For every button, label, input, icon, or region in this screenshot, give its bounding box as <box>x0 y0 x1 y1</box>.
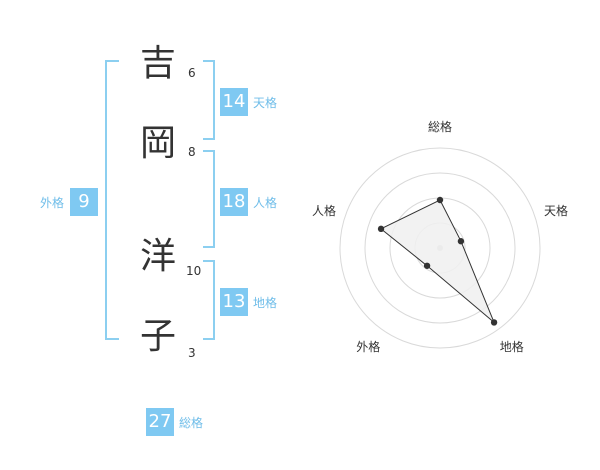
radar-point-0 <box>436 196 444 204</box>
tenkaku-label: 天格 <box>253 95 278 110</box>
soukaku-label: 総格 <box>179 415 204 430</box>
radar-axis-label-3: 外格 <box>356 340 381 355</box>
radar-point-3 <box>423 262 431 269</box>
gaikaku-badge: 外格 9 <box>40 188 99 216</box>
radar-point-1 <box>457 238 465 245</box>
tenkaku-badge: 14 天格 <box>220 88 277 116</box>
radar-axis-label-4: 人格 <box>311 203 336 218</box>
chikaku-badge: 13 地格 <box>220 288 277 316</box>
name-char-4: 子 <box>139 316 176 357</box>
radar-grid-ring <box>339 147 541 349</box>
jinkaku-label: 人格 <box>253 195 278 210</box>
jinkaku-bracket <box>203 150 215 248</box>
radar-point-4 <box>377 225 385 233</box>
radar-axis-label-1: 天格 <box>544 203 569 218</box>
jinkaku-value: 18 <box>220 188 248 216</box>
stroke-count-1: 6 <box>188 66 196 80</box>
tenkaku-bracket <box>203 60 215 140</box>
jinkaku-badge: 18 人格 <box>220 188 277 216</box>
tenkaku-value: 14 <box>220 88 248 116</box>
radar-point-2 <box>490 319 498 326</box>
gaikaku-label: 外格 <box>40 195 65 210</box>
chikaku-bracket <box>203 260 215 340</box>
chikaku-value: 13 <box>220 288 248 316</box>
name-char-2: 岡 <box>139 123 176 164</box>
stroke-count-3: 10 <box>186 264 202 278</box>
stroke-count-4: 3 <box>188 346 196 360</box>
stroke-count-2: 8 <box>188 145 196 159</box>
soukaku-badge: 27 総格 <box>146 408 203 436</box>
radar-axis-label-2: 地格 <box>499 340 524 355</box>
name-char-3: 洋 <box>139 236 176 277</box>
soukaku-value: 27 <box>146 408 174 436</box>
gaikaku-value: 9 <box>70 188 99 216</box>
radar-series-area <box>380 199 495 323</box>
radar-grid-ring <box>364 172 516 324</box>
chikaku-label: 地格 <box>253 295 278 310</box>
gaikaku-bracket <box>105 60 119 340</box>
name-char-1: 吉 <box>139 43 176 84</box>
radar-axis-label-0: 総格 <box>428 119 453 134</box>
